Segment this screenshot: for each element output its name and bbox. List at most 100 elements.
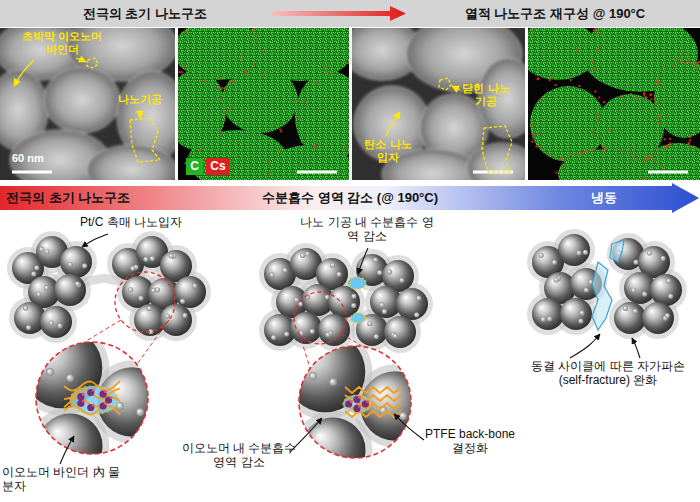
art-part <box>452 86 460 90</box>
art-part <box>559 158 561 160</box>
art-part <box>97 367 166 436</box>
art-part <box>294 292 346 344</box>
art-part <box>186 31 188 33</box>
art-part <box>23 306 28 311</box>
art-part <box>594 90 596 92</box>
art-part <box>345 395 401 401</box>
art-part <box>695 63 697 65</box>
art-part <box>49 320 54 325</box>
art-part <box>656 79 658 81</box>
art-part <box>558 234 590 266</box>
art-part <box>345 387 401 393</box>
art-part <box>183 66 185 68</box>
art-part <box>651 98 653 100</box>
art-part <box>15 321 174 486</box>
art-part <box>654 58 700 138</box>
art-part <box>610 240 624 262</box>
art-part <box>698 61 700 63</box>
art-part <box>688 59 690 61</box>
art-part <box>298 116 300 118</box>
eds-map <box>528 28 700 180</box>
art-part <box>552 260 557 265</box>
art-part <box>562 159 564 161</box>
art-part <box>7 231 211 343</box>
art-part <box>254 28 256 30</box>
art-part <box>180 299 185 304</box>
callout-label: 나노 기공 내 수분흡수 영역 감소 <box>300 216 434 244</box>
art-part <box>261 49 263 51</box>
art-part <box>255 36 257 38</box>
art-part <box>597 119 599 121</box>
art-part <box>130 266 135 271</box>
art-part <box>386 112 400 136</box>
art-part <box>0 28 175 180</box>
art-part <box>239 57 241 59</box>
art-part <box>539 253 544 258</box>
art-part <box>179 71 181 73</box>
art-part <box>265 145 349 180</box>
art-part <box>77 400 84 407</box>
art-part <box>343 148 345 150</box>
art-part <box>54 446 62 454</box>
art-part <box>36 292 41 297</box>
art-part <box>296 100 298 102</box>
art-part <box>300 253 305 258</box>
art-part <box>294 411 373 490</box>
art-part <box>87 145 175 180</box>
art-part <box>327 72 329 74</box>
art-part <box>245 71 247 73</box>
art-part <box>70 386 118 414</box>
art-part <box>0 0 700 27</box>
art-part <box>681 53 683 55</box>
art-part <box>351 294 356 299</box>
art-part <box>349 152 350 154</box>
art-part <box>699 150 700 152</box>
art-part <box>554 180 556 181</box>
art-part <box>416 296 421 301</box>
art-part <box>414 312 419 317</box>
art-part <box>310 329 315 334</box>
art-part <box>143 257 148 262</box>
art-part <box>280 130 282 132</box>
callout-label: 닫힌 나노기공 <box>461 82 511 107</box>
callout-label: PTFE back-bone 결정화 <box>418 428 522 456</box>
art-part <box>297 171 337 174</box>
art-part <box>139 110 140 118</box>
art-part <box>379 302 384 307</box>
art-part <box>373 257 378 262</box>
art-part <box>394 414 424 440</box>
art-part <box>77 393 84 400</box>
art-part <box>649 94 651 96</box>
legend-label: C <box>186 158 203 175</box>
art-part <box>595 28 597 30</box>
art-part <box>147 306 152 311</box>
art-part <box>353 396 360 403</box>
art-part <box>596 33 598 35</box>
scale-label: 60 nm <box>12 152 72 165</box>
art-part <box>647 158 649 160</box>
art-part <box>665 147 667 149</box>
art-part <box>689 139 691 141</box>
art-part <box>635 159 637 161</box>
callout-label: 이오노머 내 수분흡수 영역 감소 <box>176 442 302 470</box>
art-part <box>351 313 365 323</box>
art-part <box>532 133 534 135</box>
art-part <box>654 160 656 162</box>
art-part <box>656 81 658 83</box>
art-part <box>642 291 647 296</box>
art-part <box>222 67 298 133</box>
art-part <box>82 393 85 396</box>
art-part <box>253 64 255 66</box>
art-part <box>539 99 541 101</box>
art-part <box>578 154 580 156</box>
art-part <box>382 309 387 314</box>
art-part <box>367 321 372 326</box>
art-part <box>66 374 74 382</box>
art-part <box>592 148 594 150</box>
art-part <box>377 270 382 275</box>
art-part <box>221 87 223 89</box>
art-part <box>57 323 62 328</box>
art-part <box>384 316 416 348</box>
art-part <box>76 58 86 62</box>
